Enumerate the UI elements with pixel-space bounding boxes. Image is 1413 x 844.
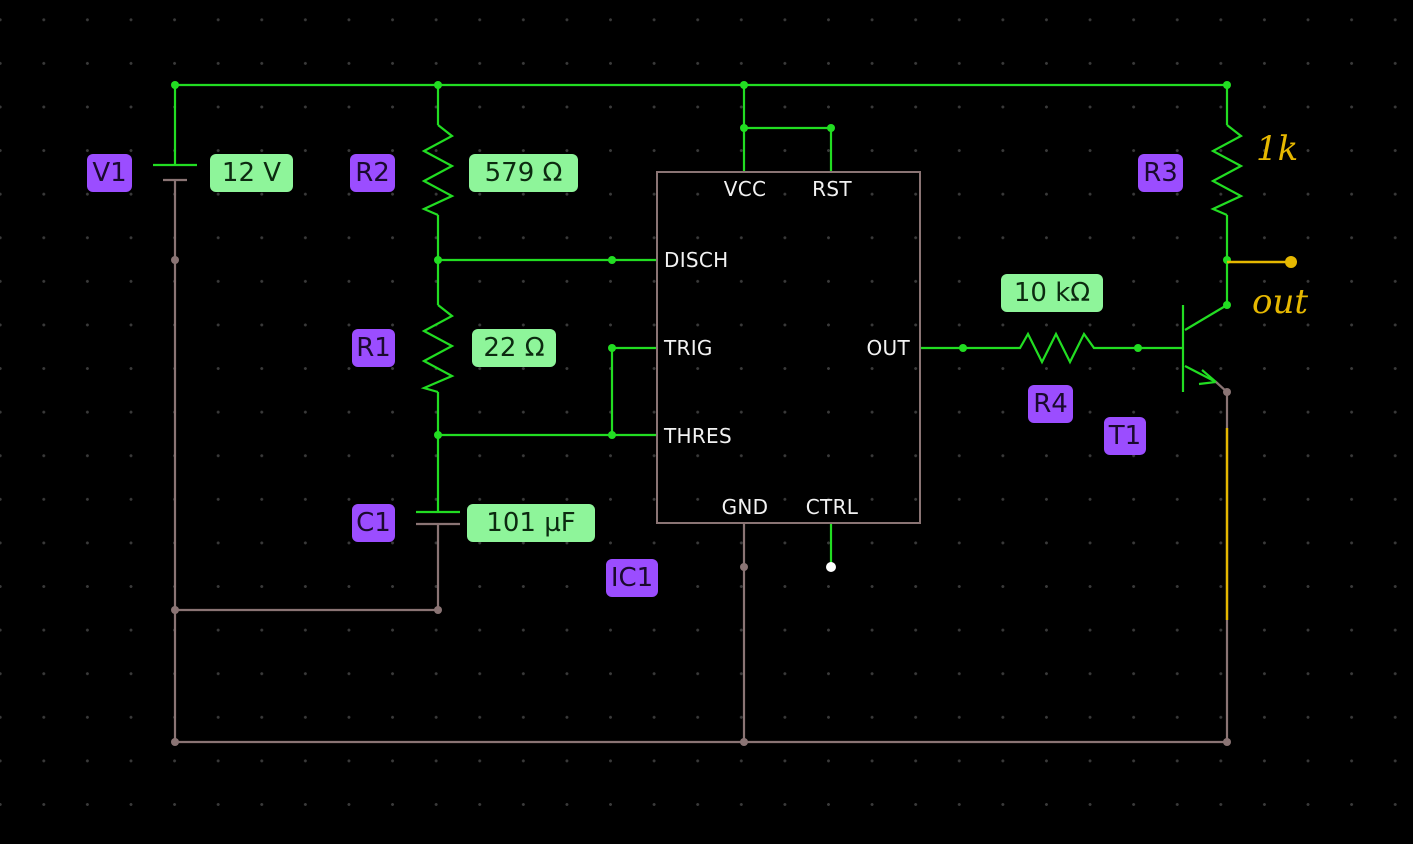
junction-dot — [827, 124, 835, 132]
ref-tag-c1[interactable]: C1 — [352, 504, 395, 542]
ref-tag-t1[interactable]: T1 — [1104, 417, 1146, 455]
ctrl-open-terminal[interactable] — [826, 562, 836, 572]
junction-dot — [434, 256, 442, 264]
junction-dot — [740, 563, 748, 571]
junction-dot — [434, 431, 442, 439]
ref-tag-r1[interactable]: R1 — [352, 329, 395, 367]
junction-dot — [1223, 81, 1231, 89]
junction-dot — [434, 606, 442, 614]
junction-dot — [171, 81, 179, 89]
value-tag-r4[interactable]: 10 kΩ — [1001, 274, 1103, 312]
junction-dot — [959, 344, 967, 352]
junctions — [171, 81, 1231, 746]
ref-tag-label: T1 — [1108, 421, 1141, 451]
ref-tag-label: C1 — [356, 508, 391, 538]
r4-resistor[interactable] — [1010, 331, 1138, 365]
ic-pin-disch: DISCH — [664, 248, 729, 272]
ref-tag-r2[interactable]: R2 — [350, 154, 395, 192]
value-tag-v1[interactable]: 12 V — [210, 154, 293, 192]
value-tag-label: 22 Ω — [483, 333, 544, 363]
output-handwritten-label: out — [1252, 282, 1308, 322]
t1-collector — [1184, 304, 1228, 331]
supply-net — [153, 83, 1244, 514]
junction-dot — [740, 81, 748, 89]
junction-dot — [171, 606, 179, 614]
junction-dot — [171, 256, 179, 264]
ref-tag-r3[interactable]: R3 — [1138, 154, 1183, 192]
ref-tag-v1[interactable]: V1 — [87, 154, 132, 192]
junction-dot — [1134, 344, 1142, 352]
junction-dot — [608, 431, 616, 439]
r2-resistor[interactable] — [421, 124, 455, 217]
ref-tag-label: IC1 — [611, 563, 653, 593]
r3-handwritten-value: 1k — [1256, 129, 1298, 169]
ic-pin-rst: RST — [812, 177, 852, 201]
rst-wire[interactable] — [744, 126, 833, 172]
value-tag-label: 12 V — [222, 158, 281, 188]
t1-emitter-ground[interactable] — [1215, 381, 1229, 742]
ic1-chip[interactable]: VCC RST DISCH TRIG THRES OUT GND CTRL — [656, 171, 921, 524]
ic-pin-thres: THRES — [663, 424, 732, 448]
ic-pin-ctrl: CTRL — [806, 495, 859, 519]
t1-emitter — [1184, 365, 1217, 383]
hand-annotations: 1k out — [1225, 129, 1308, 620]
junction-dot — [740, 124, 748, 132]
output-terminal-dot — [1285, 256, 1297, 268]
ref-tag-label: R2 — [355, 158, 390, 188]
ref-tag-r4[interactable]: R4 — [1028, 385, 1073, 423]
ic-pin-trig: TRIG — [663, 336, 713, 360]
ic1-body[interactable] — [656, 171, 921, 524]
junction-dot — [608, 344, 616, 352]
junction-dot — [1223, 738, 1231, 746]
ref-tag-label: V1 — [92, 158, 126, 188]
value-tag-label: 101 µF — [486, 508, 575, 538]
junction-dot — [1223, 388, 1231, 396]
ref-tag-ic1[interactable]: IC1 — [606, 559, 658, 597]
value-tag-r2[interactable]: 579 Ω — [469, 154, 578, 192]
junction-dot — [434, 81, 442, 89]
ic-pin-out: OUT — [867, 336, 911, 360]
ref-tag-label: R1 — [356, 333, 391, 363]
value-tag-label: 10 kΩ — [1014, 278, 1090, 308]
junction-dot — [740, 738, 748, 746]
ic-pin-gnd: GND — [722, 495, 769, 519]
value-tag-r1[interactable]: 22 Ω — [472, 329, 556, 367]
ref-tag-label: R3 — [1143, 158, 1178, 188]
value-tag-c1[interactable]: 101 µF — [467, 504, 595, 542]
ref-tag-label: R4 — [1033, 389, 1068, 419]
trig-wire[interactable] — [610, 346, 657, 435]
r1-resistor[interactable] — [420, 304, 455, 394]
r3-resistor[interactable] — [1210, 124, 1244, 217]
junction-dot — [608, 256, 616, 264]
ic-pin-vcc: VCC — [724, 177, 767, 201]
junction-dot — [171, 738, 179, 746]
junction-dot — [1223, 301, 1231, 309]
value-tag-label: 579 Ω — [485, 158, 563, 188]
